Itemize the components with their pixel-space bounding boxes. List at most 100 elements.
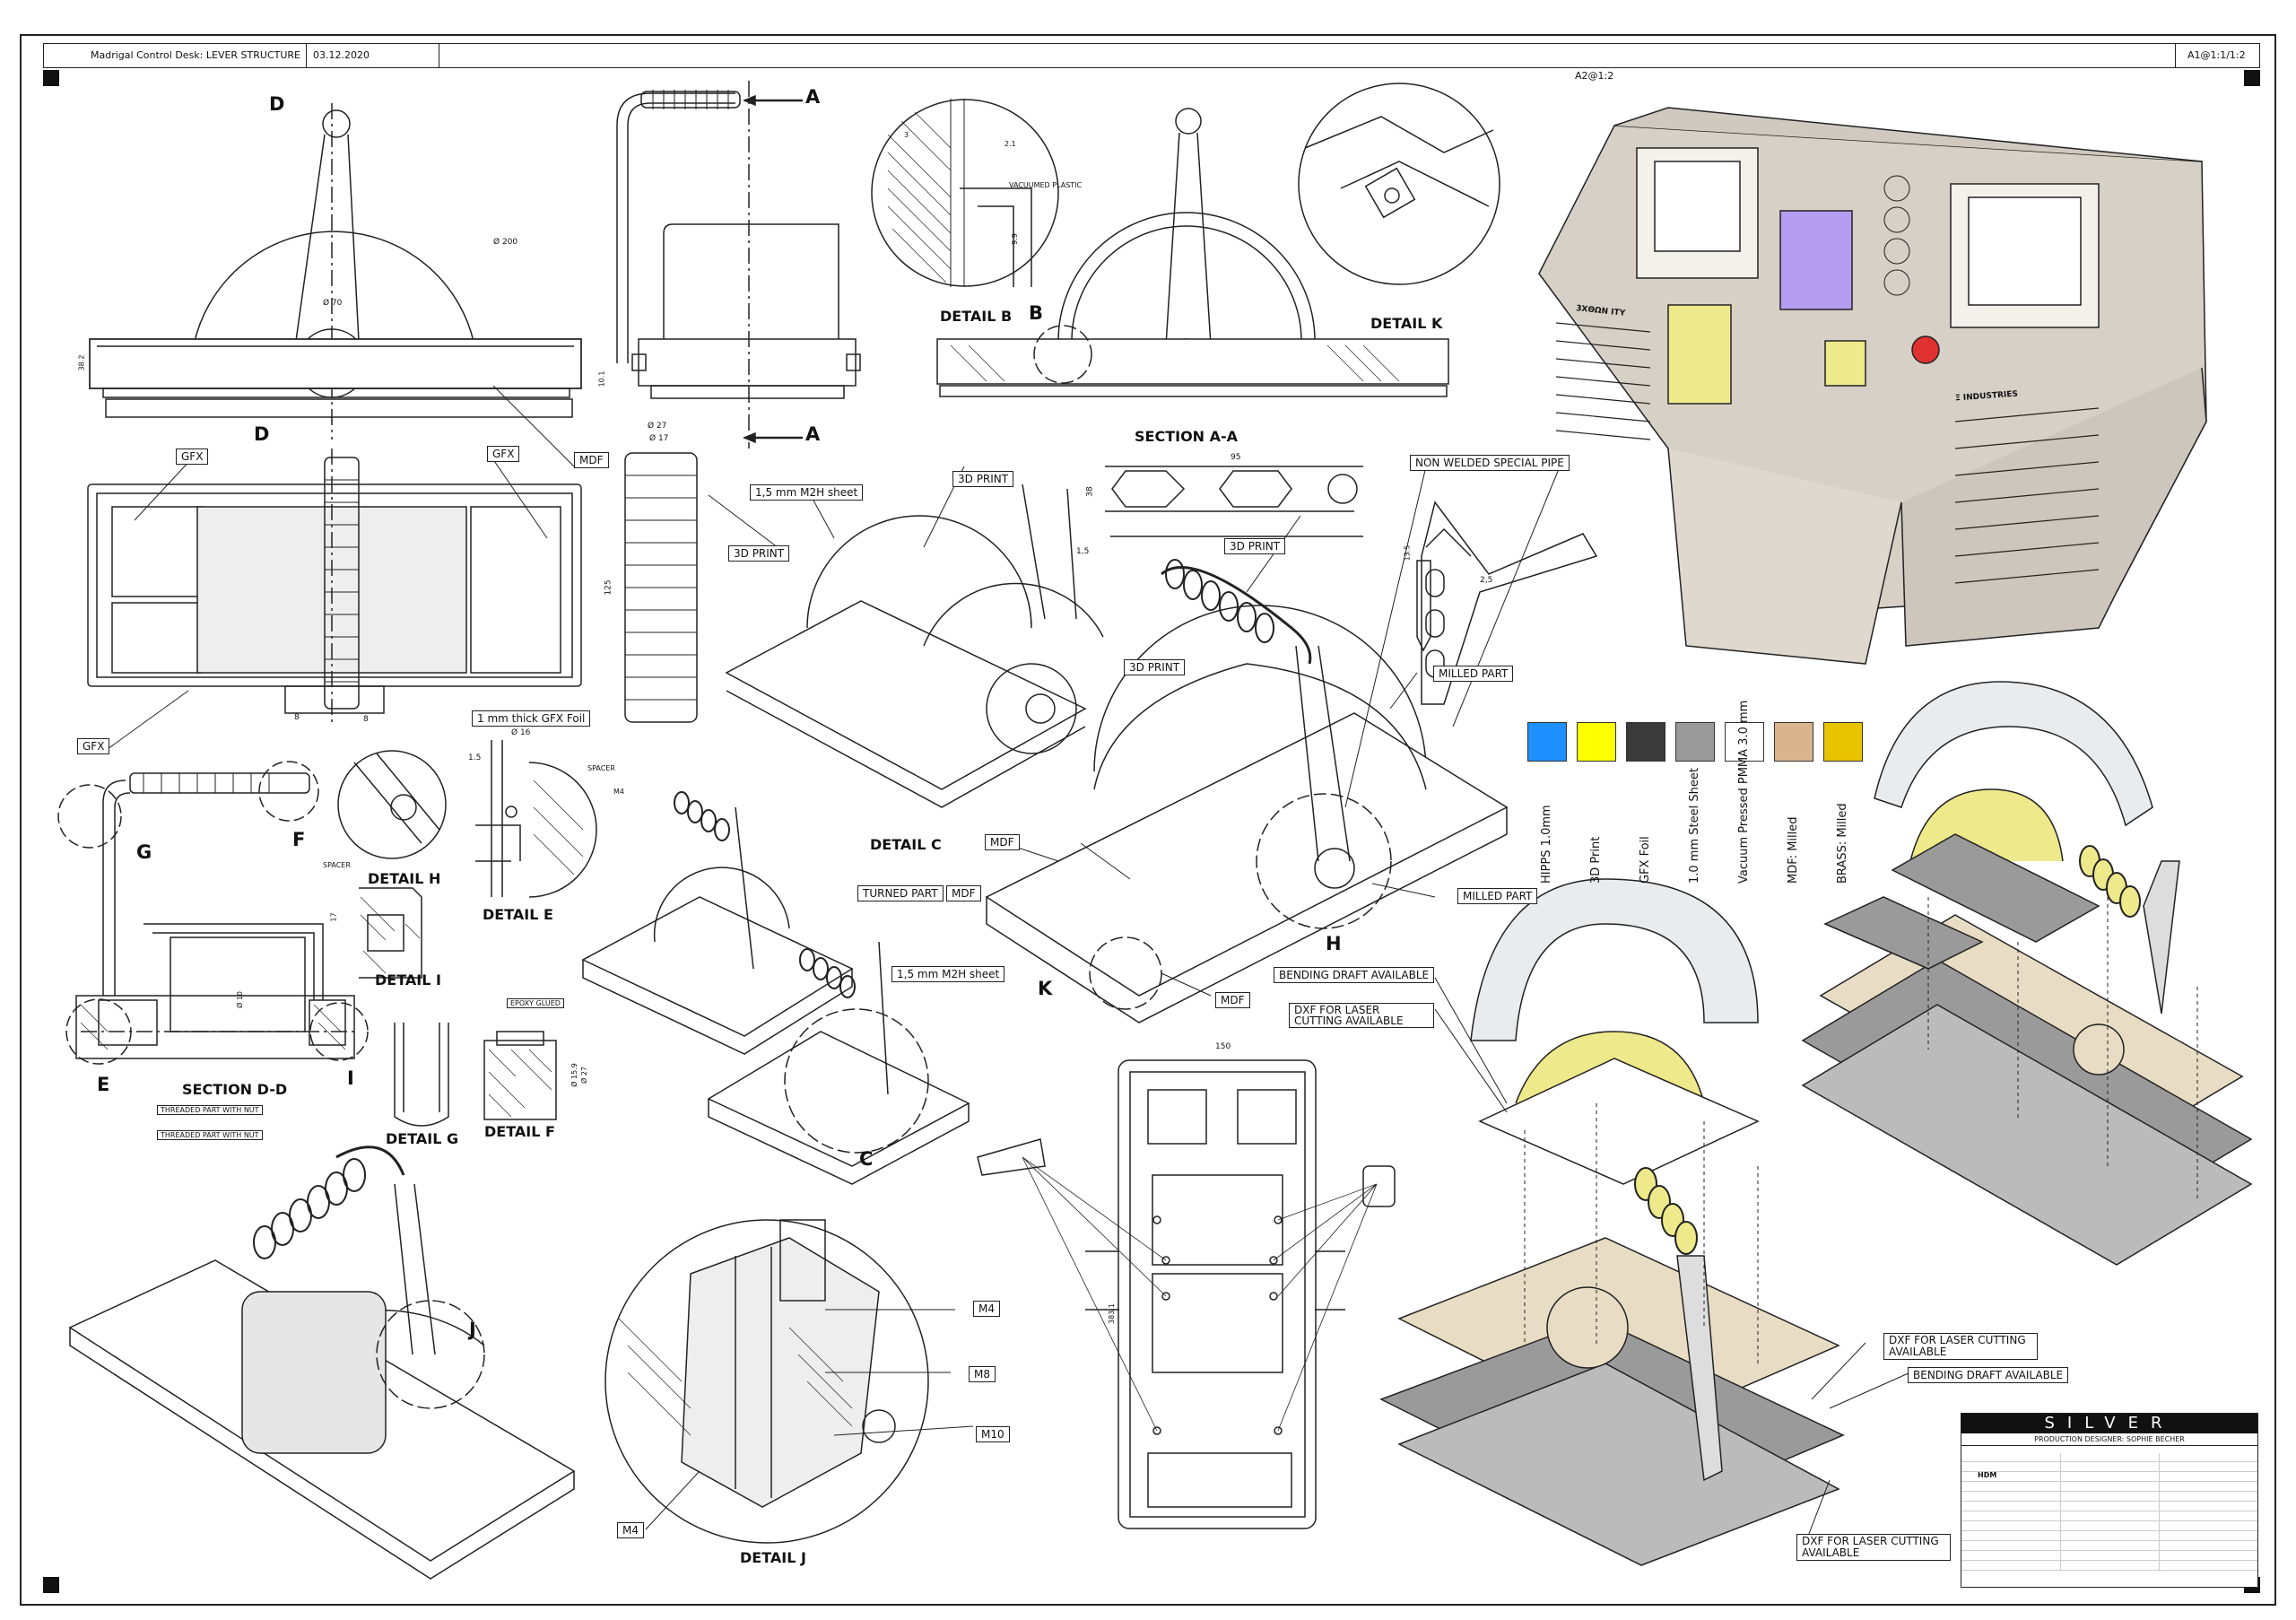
registration-mark-tr xyxy=(2244,70,2260,86)
callout-mdf-4: MDF xyxy=(1215,992,1250,1008)
dim-h38b: 38 xyxy=(1085,486,1095,497)
section-marker-g: G xyxy=(136,841,152,863)
legend-swatch xyxy=(1774,722,1813,762)
label-threaded-2: THREADED PART WITH NUT xyxy=(157,1130,263,1140)
bracket-drawing xyxy=(1416,501,1598,705)
callout-milled-part-1: MILLED PART xyxy=(1433,666,1514,682)
caption-detail-h: DETAIL H xyxy=(368,870,441,887)
lever-perspective-small-1 xyxy=(581,791,854,1055)
leader-lines xyxy=(107,385,1911,1539)
dim-h135: 13.5 xyxy=(1403,544,1412,562)
dim-len125: 125 xyxy=(604,579,613,596)
lever-perspective-small-2 xyxy=(707,941,970,1185)
dim-d17: Ø 17 xyxy=(649,434,669,443)
callout-gfx-foil: 1 mm thick GFX Foil xyxy=(472,710,591,727)
callout-dxf-laser-1: DXF FOR LASER CUTTING AVAILABLE xyxy=(1289,1003,1434,1028)
callout-3d-print-4: 3D PRINT xyxy=(1124,659,1186,675)
callout-gfx-2: GFX xyxy=(487,446,520,462)
dim-w8a: 8 xyxy=(294,713,300,722)
drawing-scale: A1@1:1/1:2 xyxy=(2187,49,2246,61)
dim-w15: 1,5 xyxy=(1076,547,1090,556)
detail-i-view xyxy=(359,887,422,979)
section-marker-d-bottom: D xyxy=(254,423,270,445)
caption-detail-g: DETAIL G xyxy=(386,1130,459,1147)
dim-h38: 38.2 xyxy=(77,354,86,371)
exploded-view-right xyxy=(1801,681,2253,1266)
grip-detail xyxy=(624,452,698,723)
caption-detail-c: DETAIL C xyxy=(870,836,942,853)
drawing-title: Madrigal Control Desk: LEVER STRUCTURE xyxy=(91,49,301,61)
registration-mark-tl xyxy=(43,70,59,86)
dim-d70: Ø 70 xyxy=(323,299,343,308)
callout-m10: M10 xyxy=(976,1426,1010,1442)
dim-d10: Ø 10 xyxy=(236,990,245,1009)
legend-swatch xyxy=(1725,722,1764,762)
section-a-a-view xyxy=(936,108,1449,397)
drawing-border xyxy=(20,34,2276,1606)
callout-3d-print-2: 3D PRINT xyxy=(728,545,790,562)
dim-h3831: 383.1 xyxy=(1107,1303,1116,1324)
legend-swatch xyxy=(1823,722,1863,762)
callout-bending-draft-2: BENDING DRAFT AVAILABLE xyxy=(1908,1367,2069,1383)
dim-d99: 9.9 xyxy=(1010,233,1019,245)
caption-detail-i: DETAIL I xyxy=(375,971,441,989)
legend-label: MDF: Milled xyxy=(1787,816,1800,884)
callout-non-welded-pipe: NON WELDED SPECIAL PIPE xyxy=(1410,455,1570,471)
exploded-view-left xyxy=(1379,878,1845,1566)
callout-m2h-sheet-2: 1,5 mm M2H sheet xyxy=(891,966,1005,982)
legend-swatch xyxy=(1527,722,1567,762)
callout-m8: M8 xyxy=(969,1366,996,1382)
plate-drawing xyxy=(1105,466,1363,537)
lever-perspective-main xyxy=(985,559,1509,1023)
registration-mark-bl xyxy=(43,1577,59,1593)
callout-bending-draft-1: BENDING DRAFT AVAILABLE xyxy=(1274,967,1435,983)
legend-label: Vacuum Pressed PMMA 3.0 mm xyxy=(1737,700,1751,884)
dim-w150: 150 xyxy=(1215,1042,1231,1051)
top-view xyxy=(87,449,582,727)
front-view xyxy=(89,103,582,440)
section-marker-e: E xyxy=(97,1074,110,1095)
callout-m4-j1: M4 xyxy=(973,1301,1000,1317)
legend-label: 1.0 mm Steel Sheet xyxy=(1688,768,1701,884)
sheet-scale-note: A2@1:2 xyxy=(1575,70,1614,82)
dim-w15b: 1.5 xyxy=(468,753,482,762)
section-marker-i: I xyxy=(347,1067,354,1089)
dim-h10: 10.1 xyxy=(597,370,606,388)
callout-dxf-laser-2: DXF FOR LASER CUTTING AVAILABLE xyxy=(1883,1333,2038,1360)
drawing-date: 03.12.2020 xyxy=(313,49,370,61)
side-view xyxy=(616,81,861,449)
title-block: SILVER PRODUCTION DESIGNER: SOPHIE BECHE… xyxy=(1961,1413,2258,1588)
callout-gfx-3: GFX xyxy=(77,738,110,754)
detail-f-view xyxy=(483,1031,557,1120)
legend-label: GFX Foil xyxy=(1639,836,1652,884)
detail-b-view xyxy=(871,99,1059,287)
dim-d200: Ø 200 xyxy=(493,238,518,247)
title-block-drawn-by: HDM xyxy=(1978,1471,1997,1479)
section-marker-b: B xyxy=(1029,302,1044,324)
bent-lever-view xyxy=(57,761,319,1014)
dim-h17: 17 xyxy=(329,912,338,922)
detail-g-view xyxy=(394,1023,449,1127)
label-epoxy: EPOXY GLUED xyxy=(507,998,564,1008)
dim-w8b: 8 xyxy=(363,715,369,724)
caption-detail-b: DETAIL B xyxy=(940,308,1013,325)
callout-3d-print-1: 3D PRINT xyxy=(952,471,1014,487)
caption-section-a-a: SECTION A-A xyxy=(1135,428,1239,445)
caption-detail-j: DETAIL J xyxy=(740,1549,806,1566)
title-bar: Madrigal Control Desk: LEVER STRUCTURE 0… xyxy=(43,43,2260,68)
callout-mdf-2: MDF xyxy=(985,834,1020,850)
callout-m4-j2: M4 xyxy=(617,1522,644,1538)
section-marker-j: J xyxy=(469,1319,476,1340)
section-marker-c: C xyxy=(859,1148,874,1170)
detail-c-view xyxy=(725,483,1104,808)
control-desk-render xyxy=(1538,107,2207,665)
caption-detail-k: DETAIL K xyxy=(1370,315,1443,332)
callout-turned-part: TURNED PART xyxy=(857,885,944,901)
dim-d21: 2.1 xyxy=(1004,140,1016,148)
lever-perspective-large xyxy=(68,1145,576,1580)
caption-detail-f: DETAIL F xyxy=(484,1123,555,1140)
callout-3d-print-3: 3D PRINT xyxy=(1224,538,1286,554)
section-marker-h: H xyxy=(1326,933,1342,954)
caption-section-d-d: SECTION D-D xyxy=(182,1081,288,1098)
